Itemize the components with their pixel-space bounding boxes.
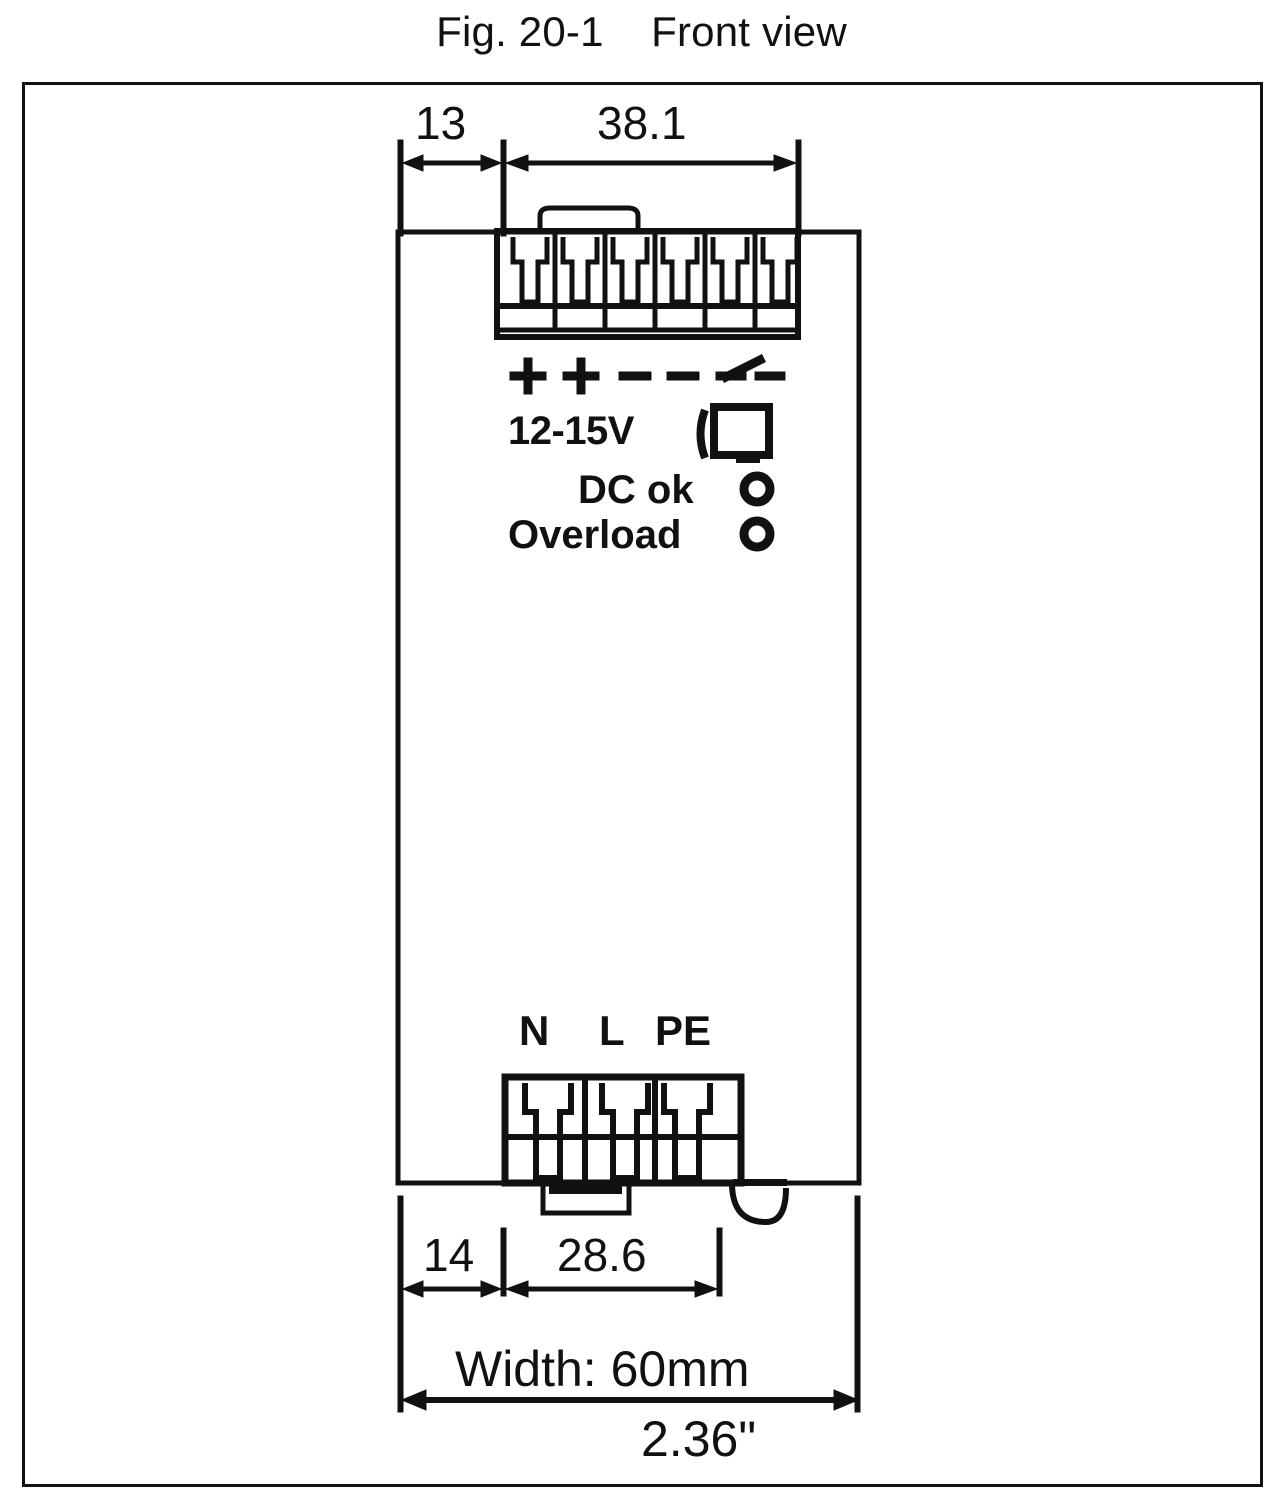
output-terminal-feet bbox=[552, 306, 758, 330]
dc-ok-led-icon bbox=[739, 471, 775, 507]
overload-label: Overload bbox=[508, 513, 682, 557]
dim-bottom-right-label: 28.6 bbox=[557, 1229, 647, 1281]
width-witness-left bbox=[397, 1295, 404, 1413]
dim-13-arrow-left bbox=[401, 154, 424, 172]
output-slot-6 bbox=[760, 237, 800, 305]
output-slot-1 bbox=[510, 237, 550, 305]
polarity-markings bbox=[509, 353, 786, 395]
width-dimension-group bbox=[397, 1195, 861, 1413]
output-slot-3 bbox=[610, 237, 650, 305]
din-clip-bar bbox=[733, 1179, 787, 1186]
dim-381-arrow-left bbox=[504, 154, 529, 172]
input-terminal-dividers bbox=[582, 1077, 658, 1183]
minus-sign-1 bbox=[618, 371, 652, 381]
din-clip-arc bbox=[729, 1182, 789, 1226]
input-slot-n bbox=[522, 1083, 574, 1181]
relay-contact-icon bbox=[715, 353, 786, 384]
width-witness-right bbox=[854, 1195, 861, 1413]
input-slot-l bbox=[599, 1083, 651, 1181]
plus-sign-2 bbox=[562, 357, 600, 395]
input-slot-pe bbox=[661, 1083, 713, 1181]
dim-bottom-left-label: 14 bbox=[423, 1229, 475, 1281]
input-block-clip-tab bbox=[540, 1183, 632, 1216]
led-indicators bbox=[739, 471, 775, 552]
dim-14-arrow-right bbox=[480, 1280, 503, 1298]
output-slot-2 bbox=[560, 237, 600, 305]
bottom-witness-mid bbox=[500, 1227, 507, 1297]
pot-square bbox=[710, 403, 773, 459]
output-block-body bbox=[494, 228, 801, 340]
dc-ok-label: DC ok bbox=[578, 468, 694, 512]
dim-286-arrow-left bbox=[504, 1280, 529, 1298]
plus-sign-1 bbox=[509, 357, 547, 395]
input-label-pe: PE bbox=[655, 1007, 712, 1054]
width-mm-label: Width: 60mm bbox=[455, 1341, 750, 1397]
dim-381-arrow-right bbox=[773, 154, 798, 172]
bottom-witness-left bbox=[397, 1195, 404, 1297]
dim-14-arrow-left bbox=[401, 1280, 424, 1298]
output-terminal-block bbox=[494, 205, 801, 340]
dim-width-arrow-left bbox=[400, 1389, 427, 1411]
input-block-body bbox=[501, 1073, 745, 1187]
witness-line-mid bbox=[500, 139, 507, 237]
input-block-clip-bar bbox=[549, 1186, 622, 1194]
witness-line-left bbox=[397, 139, 404, 237]
pot-arc bbox=[696, 408, 709, 460]
input-terminal-slots bbox=[522, 1083, 713, 1181]
output-terminal-dividers bbox=[552, 231, 758, 306]
pot-shadow bbox=[736, 457, 760, 463]
input-label-l: L bbox=[599, 1007, 625, 1054]
voltage-adjust-label: 12-15V bbox=[508, 409, 634, 453]
output-slot-5 bbox=[710, 237, 750, 305]
minus-sign-2 bbox=[666, 371, 700, 381]
dim-top-left-label: 13 bbox=[415, 97, 467, 149]
overload-led-icon bbox=[739, 516, 775, 552]
top-dimension-group bbox=[397, 139, 802, 237]
terminal-clip-handle bbox=[537, 205, 641, 228]
input-terminal-block bbox=[501, 1073, 745, 1216]
voltage-adjust-pot-icon[interactable] bbox=[696, 403, 773, 463]
dim-13-arrow-right bbox=[480, 154, 503, 172]
bottom-witness-right bbox=[716, 1227, 723, 1297]
width-inch-label: 2.36" bbox=[641, 1411, 757, 1467]
figure-frame bbox=[22, 82, 1263, 1487]
input-label-n: N bbox=[519, 1007, 550, 1054]
dim-286-arrow-right bbox=[694, 1280, 719, 1298]
output-terminal-slots bbox=[510, 237, 800, 305]
witness-line-right bbox=[795, 139, 802, 237]
dim-width-arrow-right bbox=[833, 1389, 860, 1411]
dim-top-right-label: 38.1 bbox=[597, 97, 687, 149]
output-slot-4 bbox=[660, 237, 700, 305]
din-rail-clip bbox=[729, 1179, 789, 1226]
figure-title: Fig. 20-1 Front view bbox=[436, 8, 847, 55]
